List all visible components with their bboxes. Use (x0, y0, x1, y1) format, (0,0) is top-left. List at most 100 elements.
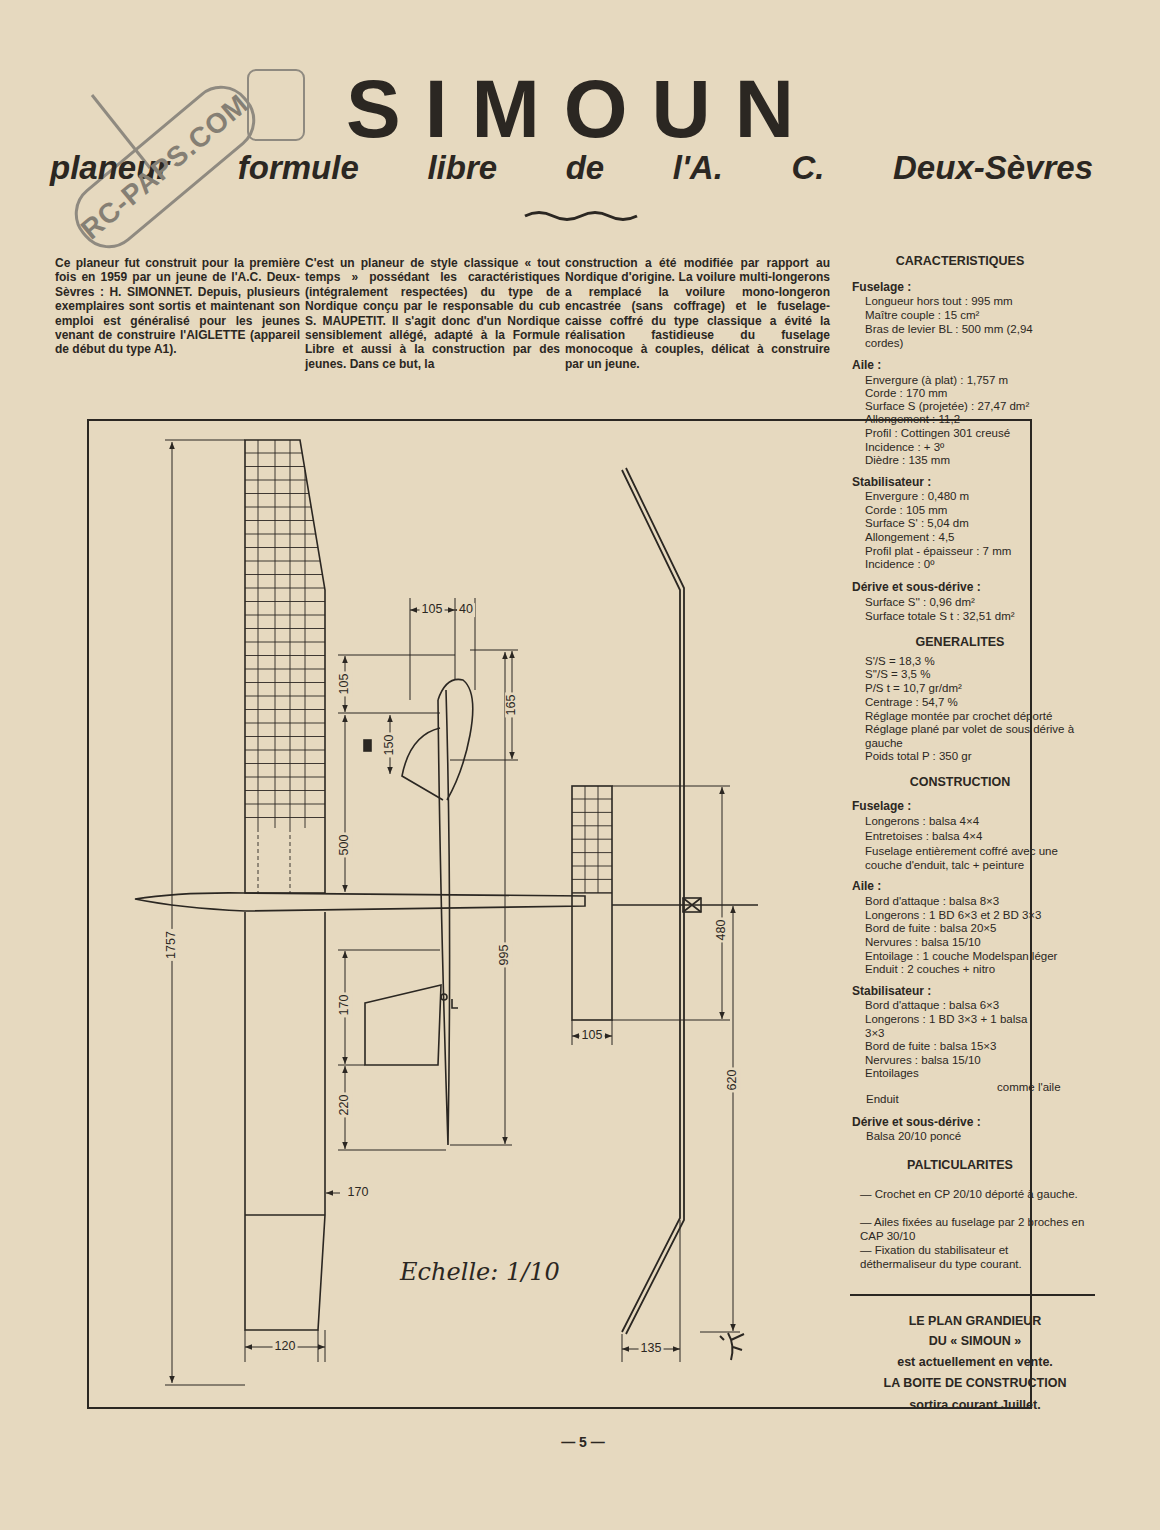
watermark-badge (248, 70, 304, 140)
text-label: — Crochet en CP 20/10 déporté à gauche. (860, 1188, 1085, 1202)
text-label: Profil plat - épaisseur : 7 mm (865, 545, 1095, 559)
text-label: Corde : 105 mm (865, 504, 1095, 518)
plan-lines (135, 440, 758, 1360)
text-label: sortira courant Juillet. (909, 1398, 1040, 1412)
rib-line (245, 493, 309, 494)
dimension-lines (345, 715, 346, 892)
text-label: Allongement : 4,5 (865, 531, 1095, 545)
text-label: Aile : (852, 879, 881, 893)
fuselage-section (683, 898, 701, 912)
text-label: Ce planeur fut construit pour la premièr… (55, 256, 300, 357)
rib-line (245, 561, 320, 562)
page-title: SIMOUN (322, 68, 818, 150)
dimension-lines (722, 787, 723, 1019)
stab-plan (572, 786, 612, 1020)
section-rule (850, 1294, 1095, 1296)
text-label: S''/S = 3,5 % (865, 668, 1095, 682)
dimension-number: 105 (338, 672, 352, 697)
dimension-number: 1757 (165, 929, 179, 961)
text-label: Surface totale S t : 32,51 dm² (865, 610, 1095, 624)
rib-line (245, 520, 313, 521)
rib-line (245, 453, 302, 454)
text-label: Enduit (866, 1093, 1096, 1107)
dimension-lines (245, 1330, 325, 1362)
text-label: Fuselage entièrement coffré avec une cou… (865, 845, 1095, 873)
text-label: — Fixation du stabilisateur et déthermal… (860, 1244, 1085, 1272)
text-label: Echelle: 1/10 (400, 1258, 560, 1286)
hook-mark (364, 740, 371, 751)
rib-line (275, 440, 276, 828)
text-label: Bord d'attaque : balsa 6×3 (865, 999, 1095, 1013)
tow-hook (441, 994, 447, 1000)
text-label: Allongement : 11,2 (865, 413, 1095, 427)
rib-line (305, 470, 306, 828)
dimension-number: 170 (338, 993, 352, 1018)
dimension-lines (338, 1150, 446, 1151)
rib-line (245, 547, 318, 548)
text-label: Corde : 170 mm (865, 387, 1095, 401)
text-label: PALTICULARITES (907, 1158, 1013, 1172)
wing-bottom-half (245, 912, 325, 1330)
text-label: Réglage plané par volet de sous dérive à… (865, 723, 1085, 751)
dimension-number: 995 (498, 943, 512, 968)
text-label: Entoilage : 1 couche Modelspan léger (865, 950, 1095, 964)
dimension-lines (338, 655, 455, 713)
text-label: Bord de fuite : balsa 15×3 (865, 1040, 1095, 1054)
text-label: construction a été modifiée par rapport … (565, 256, 830, 371)
text-label: Bras de levier BL : 500 mm (2,94 cordes) (865, 323, 1055, 351)
rib-line (245, 750, 325, 751)
rib-line (585, 786, 586, 893)
text-label: Surface S'' : 0,96 dm² (865, 596, 1095, 610)
rib-line (572, 812, 612, 813)
dimension-number: 480 (715, 918, 729, 943)
rib-line (572, 799, 612, 800)
rib-line (245, 817, 325, 818)
dimension-number: 40 (457, 603, 475, 617)
dimension-number: 170 (346, 1186, 371, 1200)
dimension-number: 620 (726, 1068, 740, 1093)
eagle-logo (720, 1333, 744, 1360)
text-label: comme l'aile (997, 1081, 1097, 1095)
rib-line (245, 696, 325, 697)
rib-line (598, 786, 599, 893)
rib-line (572, 825, 612, 826)
rib-line (572, 892, 612, 893)
dimension-lines (622, 1220, 680, 1362)
text-label: Stabilisateur : (852, 475, 931, 489)
dimension-lines (572, 1020, 612, 1045)
rib-line (245, 723, 325, 724)
rib-line (290, 828, 291, 893)
text-label: est actuellement en vente. (897, 1355, 1053, 1369)
text-label: S'/S = 18,3 % (865, 655, 1095, 669)
text-label: CONSTRUCTION (910, 775, 1011, 789)
rib-line (572, 852, 612, 853)
stab-front-view (612, 904, 758, 906)
rib-line (245, 480, 307, 481)
text-label: Réglage montée par crochet déporté (865, 710, 1095, 724)
text-label: Aile : (852, 358, 881, 372)
text-label: Enduit : 2 couches + nitro (865, 963, 1095, 977)
text-label: CARACTERISTIQUES (896, 254, 1024, 268)
rib-line (572, 879, 612, 880)
rib-line (245, 642, 325, 643)
text-label: Incidence : 0º (865, 558, 1095, 572)
rib-line (245, 709, 325, 710)
dimension-lines (505, 652, 506, 1144)
dimension-number: 120 (273, 1340, 298, 1354)
section-cross (683, 898, 701, 912)
wing-front-view (622, 468, 684, 1334)
dimension-number: 135 (639, 1342, 664, 1356)
dimension-lines (450, 1145, 512, 1146)
text-label: Entretoises : balsa 4×4 (865, 830, 1095, 844)
dimension-lines (733, 906, 734, 1331)
hook-l (452, 999, 458, 1008)
text-label: DU « SIMOUN » (929, 1334, 1021, 1348)
text-label: LA BOITE DE CONSTRUCTION (884, 1376, 1067, 1390)
rib-line (572, 866, 612, 867)
rib-line (245, 736, 325, 737)
text-label: LE PLAN GRANDIEUR (909, 1314, 1042, 1328)
rib-line (258, 828, 259, 893)
text-label: Longueur hors tout : 995 mm (865, 295, 1095, 309)
text-label: Nervures : balsa 15/10 (865, 936, 1095, 950)
dimension-lines (165, 440, 740, 1385)
